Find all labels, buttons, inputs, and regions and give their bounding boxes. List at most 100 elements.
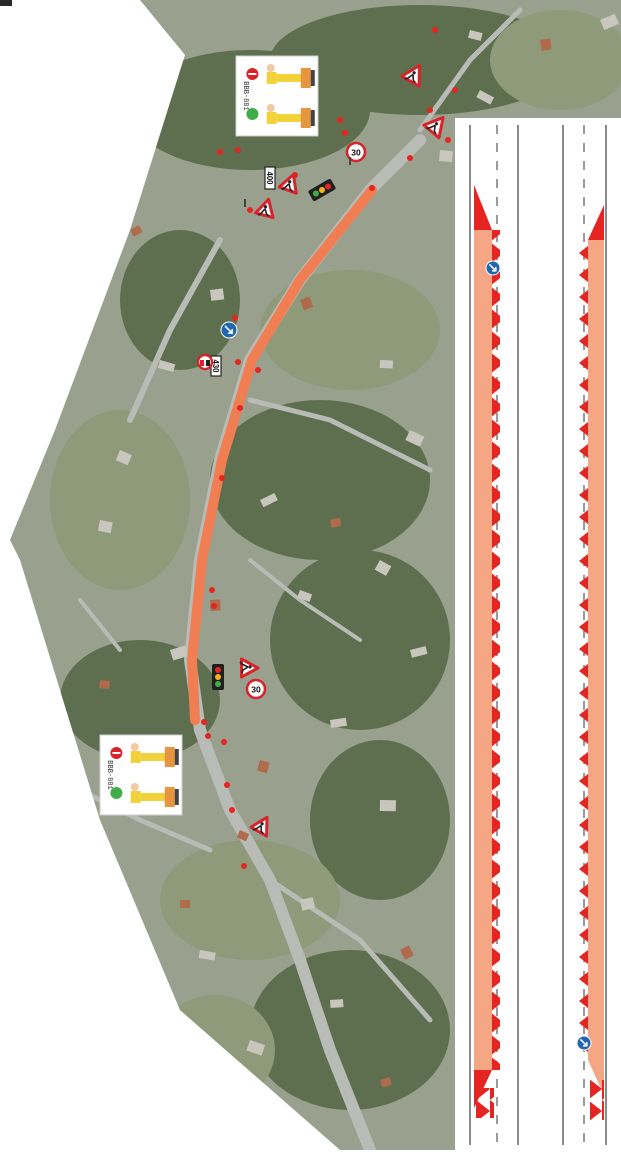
building-roof [198, 950, 216, 961]
distance-plate-value: 400 [265, 171, 274, 185]
building-roof [539, 38, 552, 51]
flagger-panel-code: BBB-881 [105, 760, 113, 789]
side-road [417, 7, 523, 133]
road-cone-icon [211, 603, 217, 609]
road-cone-icon [255, 367, 261, 373]
forest-patch [60, 640, 220, 760]
building-roof [300, 296, 314, 311]
traffic-light-icon [308, 179, 336, 201]
closure-strip-south [579, 205, 604, 1120]
road-cone-icon [247, 207, 253, 213]
building-roof [130, 224, 143, 237]
roadworks-warning-icon [422, 116, 445, 140]
road-strip-schematic [455, 118, 621, 1157]
side-road [248, 558, 362, 642]
building-roof [379, 800, 396, 812]
building-roof [180, 900, 190, 908]
no-overtaking-icon [196, 353, 214, 371]
road-cone-icon [209, 587, 215, 593]
speed-limit-value: 30 [351, 148, 361, 158]
flagger-stop-go-icon: BBB-881 [99, 734, 183, 816]
road-cone-icon [342, 130, 348, 136]
road-cone-icon [221, 739, 227, 745]
building-roof [330, 999, 344, 1008]
roadworks-warning-icon [249, 815, 269, 838]
closure-hatch [590, 1080, 604, 1120]
road-cone-icon [407, 155, 413, 161]
building-roof [468, 29, 483, 41]
building-roof [97, 520, 113, 534]
forest-patch [210, 400, 430, 560]
building-roof [300, 897, 316, 911]
side-road [247, 397, 433, 473]
field-patch [50, 410, 190, 590]
speed-limit-icon: 30 [345, 141, 367, 163]
building-roof [157, 360, 176, 373]
road-cone-icon [432, 27, 438, 33]
road-cone-icon [201, 719, 207, 725]
keep-right-icon [220, 321, 238, 339]
building-roof [330, 717, 347, 728]
building-roof [379, 360, 393, 369]
building-roof [297, 590, 313, 602]
flagger-stop-go-icon: BBB-881 [235, 55, 319, 137]
taper-triangle [588, 205, 604, 240]
road-cone-icon [427, 107, 433, 113]
building-roof [99, 680, 110, 690]
building-roof [409, 646, 428, 658]
road-cone-icon [235, 147, 241, 153]
building-roof [236, 830, 250, 842]
plate-post-icon [349, 157, 351, 165]
closure-hatch [579, 240, 588, 1060]
road-cone-icon [217, 149, 223, 155]
building-roof [405, 430, 425, 447]
buildings [97, 13, 620, 1088]
road-cone-icon [241, 863, 247, 869]
go-paddle-icon [110, 787, 123, 799]
road-cone-icon [229, 807, 235, 813]
roadworks-warning-icon [277, 173, 298, 195]
roadworks-warning-icon [254, 197, 275, 220]
road-cone-icon [219, 475, 225, 481]
forest-patch [250, 950, 450, 1110]
roadworks-warning-icon [400, 63, 421, 88]
sheet-corner-mark [0, 0, 12, 6]
building-roof [380, 1076, 392, 1088]
speed-limit-value: 30 [251, 685, 261, 695]
closure-hatch [476, 1088, 494, 1118]
flagger-panel-code: BBB-881 [241, 81, 249, 110]
building-roof [439, 150, 453, 163]
building-roof [374, 560, 392, 576]
road-cone-icon [235, 359, 241, 365]
building-roof [210, 288, 225, 301]
road-cone-icon [205, 733, 211, 739]
building-roof [476, 90, 495, 105]
road-cone-icon [445, 137, 451, 143]
road-cone-icon [452, 87, 458, 93]
building-roof [400, 945, 414, 960]
building-roof [257, 759, 270, 774]
road-cone-icon [224, 782, 230, 788]
keep-right-icon [576, 1035, 592, 1051]
plate-post-icon [244, 199, 246, 207]
building-roof [330, 517, 342, 528]
road-cone-icon [232, 315, 238, 321]
roadworks-warning-icon [239, 657, 260, 679]
speed-limit-icon: 30 [245, 678, 267, 700]
building-roof [246, 1040, 266, 1056]
forest-patch [120, 230, 240, 370]
side-road [78, 598, 122, 652]
field-patch [490, 10, 621, 110]
worksite-zone [186, 185, 377, 725]
traffic-light-icon [212, 664, 224, 690]
closure-band [474, 185, 492, 1108]
road-cone-icon [237, 405, 243, 411]
forest-patch [310, 740, 450, 900]
field-patch [260, 270, 440, 390]
building-roof [115, 449, 132, 466]
road-cone-icon [369, 185, 375, 191]
building-roof [260, 492, 278, 508]
